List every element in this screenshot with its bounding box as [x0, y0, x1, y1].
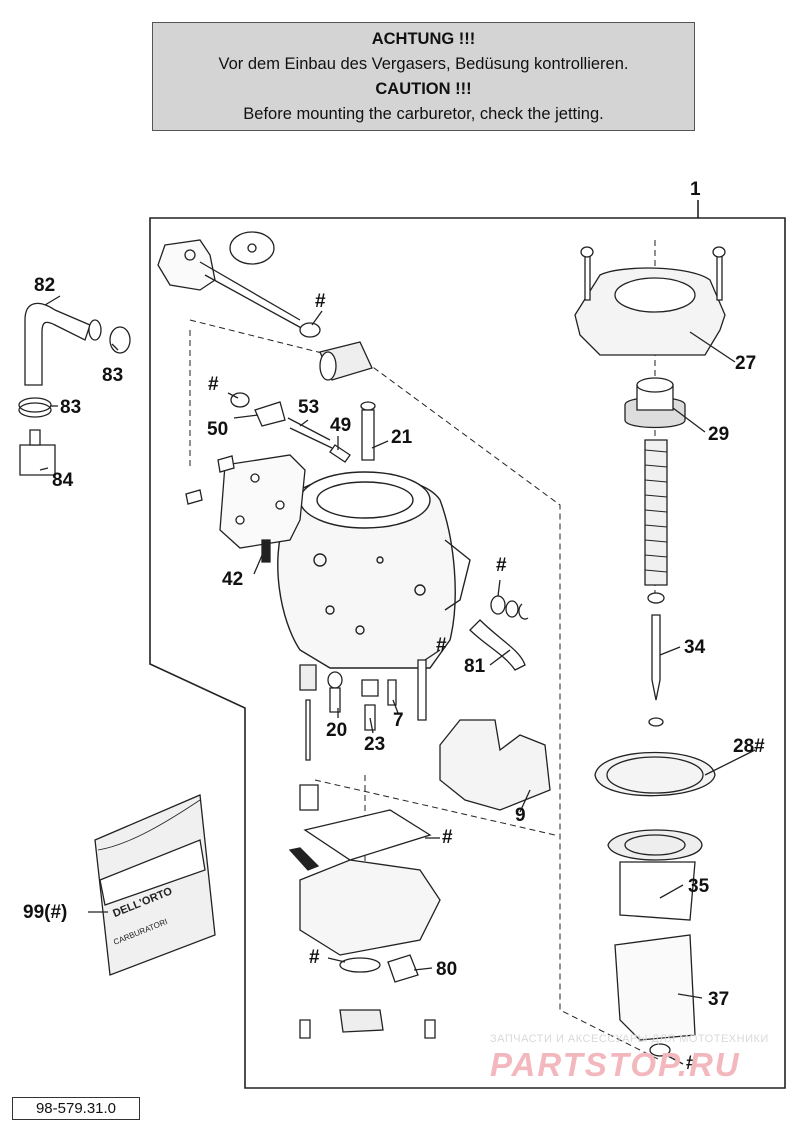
callout-82: 82 — [34, 275, 56, 296]
vent-hose-group — [18, 302, 131, 476]
callout-81: 81 — [464, 656, 486, 677]
callout-21: 21 — [391, 427, 413, 448]
callout-7: 7 — [393, 710, 404, 731]
callout-hash-oring: # — [309, 947, 320, 968]
assembly-frame — [149, 217, 786, 1089]
callout-hash-filter: # — [315, 291, 326, 312]
warning-text-de: Vor dem Einbau des Vergasers, Bedüsung k… — [218, 55, 629, 73]
leader-lines — [39, 295, 756, 1065]
gasket-set-bag — [94, 794, 216, 976]
callout-20: 20 — [326, 720, 348, 741]
side-cover — [219, 454, 306, 549]
watermark-logo: PARTSTOP.RU — [490, 1046, 741, 1083]
callout-hash-jets: # — [436, 635, 447, 656]
intake-flange — [157, 231, 306, 331]
callout-80: 80 — [436, 959, 458, 980]
callout-1: 1 — [690, 179, 701, 200]
callout-34: 34 — [684, 637, 706, 658]
idle-jet-parts — [230, 392, 376, 463]
warning-title-en: CAUTION !!! — [375, 80, 472, 98]
callout-hash-jet: # — [208, 374, 219, 395]
callout-49: 49 — [330, 415, 352, 436]
callout-53: 53 — [298, 397, 320, 418]
callout-28: 28# — [733, 736, 765, 757]
warning-title-de: ACHTUNG !!! — [371, 30, 476, 48]
callout-83-bottom: 83 — [60, 397, 82, 418]
callout-hash-rings: # — [496, 555, 507, 576]
float-bowl — [288, 809, 441, 1039]
watermark-caption: ЗАПЧАСТИ И АКСЕССУАРЫ ДЛЯ МОТОТЕХНИКИ — [490, 1033, 769, 1045]
carb-body — [277, 471, 471, 669]
overflow-hose-81 — [469, 595, 529, 671]
callout-29: 29 — [708, 424, 730, 445]
callout-9: 9 — [515, 805, 526, 826]
document-number: 98-579.31.0 — [12, 1097, 140, 1120]
callout-35: 35 — [688, 876, 710, 897]
callout-42: 42 — [222, 569, 244, 590]
callout-84: 84 — [52, 470, 74, 491]
float-9 — [439, 719, 551, 811]
main-jet-parts — [299, 659, 427, 811]
slide-assembly — [574, 246, 726, 1057]
callout-hash-gasket: # — [442, 827, 453, 848]
callout-83-top: 83 — [102, 365, 124, 386]
carrier-37 — [614, 934, 696, 1041]
callout-23: 23 — [364, 734, 386, 755]
callout-37: 37 — [708, 989, 730, 1010]
callout-99: 99(#) — [23, 902, 68, 923]
screw-42 — [261, 539, 271, 563]
callout-27: 27 — [735, 353, 757, 374]
callout-hash-bottom: # — [686, 1053, 697, 1074]
spring — [644, 439, 668, 586]
caution-box: ACHTUNG !!! Vor dem Einbau des Vergasers… — [152, 22, 695, 131]
callout-50: 50 — [207, 419, 229, 440]
fuel-filter — [299, 322, 373, 381]
warning-text-en: Before mounting the carburetor, check th… — [243, 105, 604, 123]
slide-35 — [619, 861, 696, 921]
needle-34 — [651, 614, 661, 701]
diaphragm-28 — [594, 751, 716, 797]
